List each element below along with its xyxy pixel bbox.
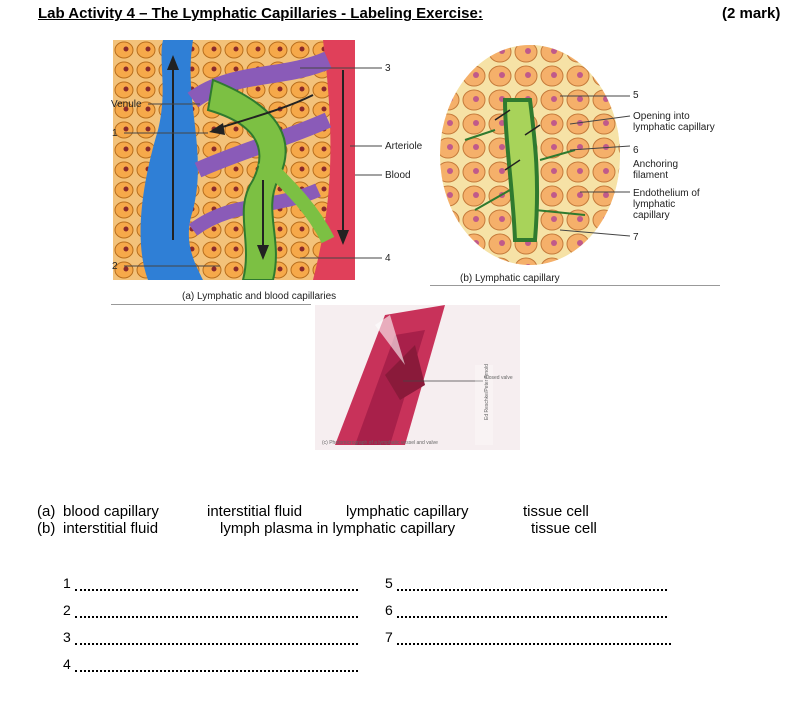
option-a-lymphatic-capillary: lymphatic capillary — [346, 503, 469, 520]
figure-c-photomicrograph — [315, 305, 520, 450]
option-a-tissue-cell: tissue cell — [523, 503, 589, 520]
label-7: 7 — [633, 232, 639, 243]
label-arteriole: Arteriole — [385, 141, 423, 152]
figure-a-caption: (a) Lymphatic and blood capillaries — [182, 291, 337, 302]
answer-line-6[interactable]: 6 — [385, 602, 667, 618]
mark-value: (2 mark) — [722, 5, 781, 22]
figure-b-illustration — [440, 45, 620, 265]
figure-b-rule — [430, 285, 720, 286]
answer-line-4[interactable]: 4 — [63, 656, 358, 672]
option-a-blood-capillary: blood capillary — [63, 503, 159, 520]
label-anchoring: Anchoring filament — [633, 159, 679, 181]
label-4: 4 — [385, 253, 391, 264]
photo-credit: Ed Reschke/Peter Arnold — [484, 364, 490, 420]
option-b-interstitial-fluid: interstitial fluid — [63, 520, 159, 537]
option-b-lymph-plasma: lymph plasma in lymphatic capillary — [220, 520, 456, 537]
figure-a-leaders — [124, 67, 382, 267]
label-6: 6 — [633, 145, 639, 156]
label-blood: Blood — [385, 170, 411, 181]
label-5: 5 — [633, 90, 639, 101]
label-closed-valve: Closed valve — [484, 375, 513, 381]
label-1: 1 — [112, 128, 118, 139]
answer-line-5[interactable]: 5 — [385, 575, 667, 591]
label-2: 2 — [112, 261, 118, 272]
figure-b-caption: (b) Lymphatic capillary — [460, 273, 560, 284]
figure-c-caption: (c) Photomicrograph of a lymphatic vesse… — [322, 440, 438, 446]
label-opening: Opening into lymphatic capillary — [633, 111, 715, 133]
answer-line-1[interactable]: 1 — [63, 575, 358, 591]
label-3: 3 — [385, 63, 391, 74]
figure-a-rule — [111, 304, 311, 305]
figure-b-leaders — [560, 95, 631, 237]
option-b-tissue-cell: tissue cell — [531, 520, 597, 537]
answer-line-3[interactable]: 3 — [63, 629, 358, 645]
label-endothelium: Endothelium of lymphatic capillary — [633, 188, 700, 221]
page-title: Lab Activity 4 – The Lymphatic Capillari… — [38, 5, 483, 22]
option-row-a-prefix: (a) — [37, 503, 56, 520]
option-a-interstitial-fluid: interstitial fluid — [207, 503, 303, 520]
label-venule: Venule — [111, 99, 142, 110]
answer-line-7[interactable]: 7 — [385, 629, 671, 645]
option-row-b-prefix: (b) — [37, 520, 56, 537]
answer-line-2[interactable]: 2 — [63, 602, 358, 618]
figure-a-illustration — [113, 40, 355, 280]
